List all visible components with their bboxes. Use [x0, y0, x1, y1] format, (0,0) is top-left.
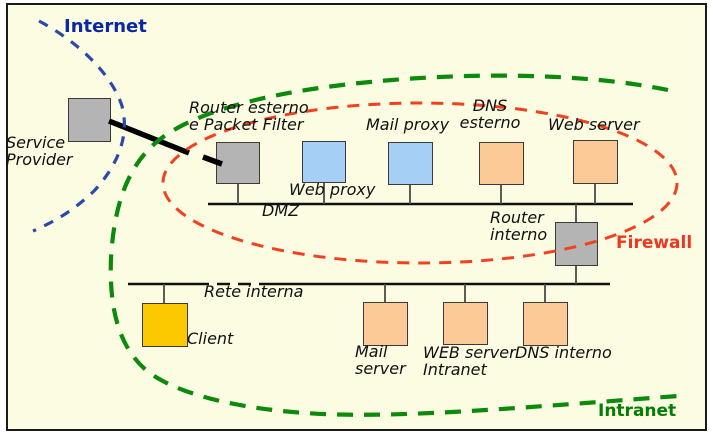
router-interno-box — [555, 222, 598, 266]
mail-proxy-label: Mail proxy — [366, 115, 450, 134]
rete-interna-bus-label: Rete interna — [204, 282, 304, 301]
mail-server-label: Mail server — [355, 342, 406, 378]
dns-esterno-box — [479, 142, 524, 185]
service-provider-label: Service Provider — [6, 133, 73, 169]
dns-esterno-label: DNS esterno — [459, 96, 521, 132]
dns-interno-label: DNS interno — [515, 343, 612, 362]
web-proxy-label: Web proxy — [289, 180, 376, 199]
web-proxy-box — [302, 141, 346, 183]
intranet-region-label: Intranet — [598, 401, 677, 421]
router-esterno-label: Router esterno e Packet Filter — [189, 98, 309, 134]
client-box — [142, 303, 188, 347]
client-label: Client — [187, 329, 234, 348]
internet-region-label: Internet — [64, 16, 147, 37]
web-server-box — [573, 140, 618, 184]
router-esterno-box — [216, 142, 260, 184]
mail-server-box — [363, 302, 408, 346]
router-interno-label: Router interno — [490, 208, 548, 244]
web-server-intranet-box — [443, 302, 488, 345]
web-server-intranet-label: WEB server Intranet — [423, 343, 516, 379]
mail-proxy-box — [388, 142, 433, 185]
firewall-region-label: Firewall — [616, 233, 693, 253]
dmz-bus-label: DMZ — [262, 201, 300, 220]
web-server-label: Web server — [548, 115, 640, 134]
dns-interno-box — [523, 302, 568, 346]
